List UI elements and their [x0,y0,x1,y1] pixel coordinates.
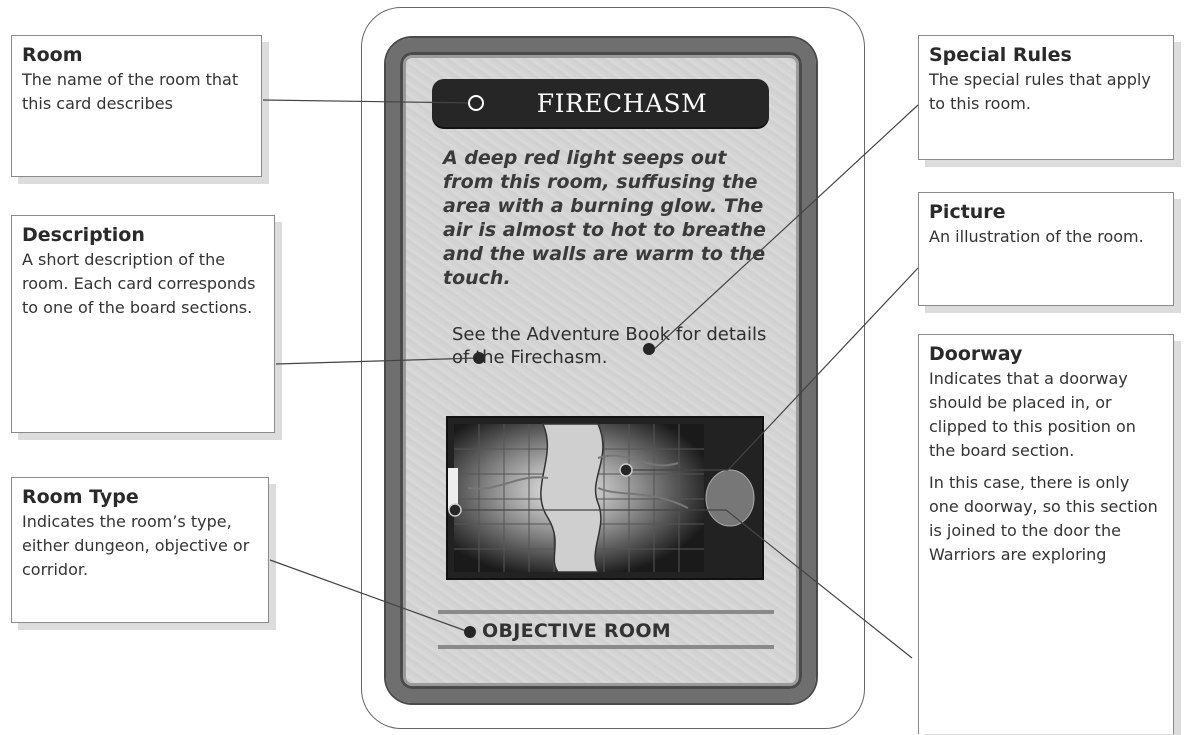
chasm-cracks [467,454,689,509]
special-rules-callout-text: The special rules that apply to this roo… [929,70,1151,113]
title-banner [432,79,769,127]
card-special-rules: See the Adventure Book for details of th… [452,324,767,368]
doorway-callout-heading: Doorway [929,343,1023,365]
card-title: FIRECHASM [536,89,708,118]
picture-callout-heading: Picture [929,201,1006,223]
room-marker-dot [468,95,484,111]
picture-callout-text: An illustration of the room. [929,227,1144,246]
room-callout: Room The name of the room that this card… [11,35,262,177]
room-type-callout-text: Indicates the room’s type, either dungeo… [22,512,250,579]
room-picture [446,416,764,580]
chasm-shape [540,423,604,573]
room-illustration [448,418,762,578]
special-rules-callout-heading: Special Rules [929,44,1072,66]
doorway-callout-text-2: In this case, there is only one doorway,… [929,473,1158,564]
doorway-leader-tail [725,509,913,659]
picture-marker-dot [619,463,633,477]
card-room-type: OBJECTIVE ROOM [482,620,671,642]
room-callout-heading: Room [22,44,83,66]
doorway-marker [448,468,458,510]
room-type-divider-bottom [438,645,774,649]
room-type-callout-heading: Room Type [22,486,139,508]
special-rules-callout: Special Rules The special rules that app… [918,35,1174,160]
picture-callout: Picture An illustration of the room. [918,192,1174,306]
description-marker-dot [473,352,485,364]
portal-art [705,469,755,527]
doorway-marker-dot [448,503,462,517]
picture-leader-line [727,267,919,471]
description-callout-heading: Description [22,224,145,246]
stone-card-frame [386,38,816,703]
description-leader-line [275,357,479,365]
special-rules-leader-line [651,104,919,352]
special-rules-marker-dot [643,343,655,355]
doorway-callout-text: Indicates that a doorway should be place… [929,369,1136,460]
room-callout-text: The name of the room that this card desc… [22,70,239,113]
description-callout: Description A short description of the r… [11,215,275,433]
doorway-callout: Doorway Indicates that a doorway should … [918,334,1174,734]
card-description: A deep red light seeps out from this roo… [443,147,766,289]
room-type-callout: Room Type Indicates the room’s type, eit… [11,477,269,623]
room-type-divider-top [438,610,774,614]
room-type-leader-line [269,559,470,633]
room-type-marker-dot [464,626,476,638]
description-callout-text: A short description of the room. Each ca… [22,250,256,317]
room-leader-line [262,99,476,104]
